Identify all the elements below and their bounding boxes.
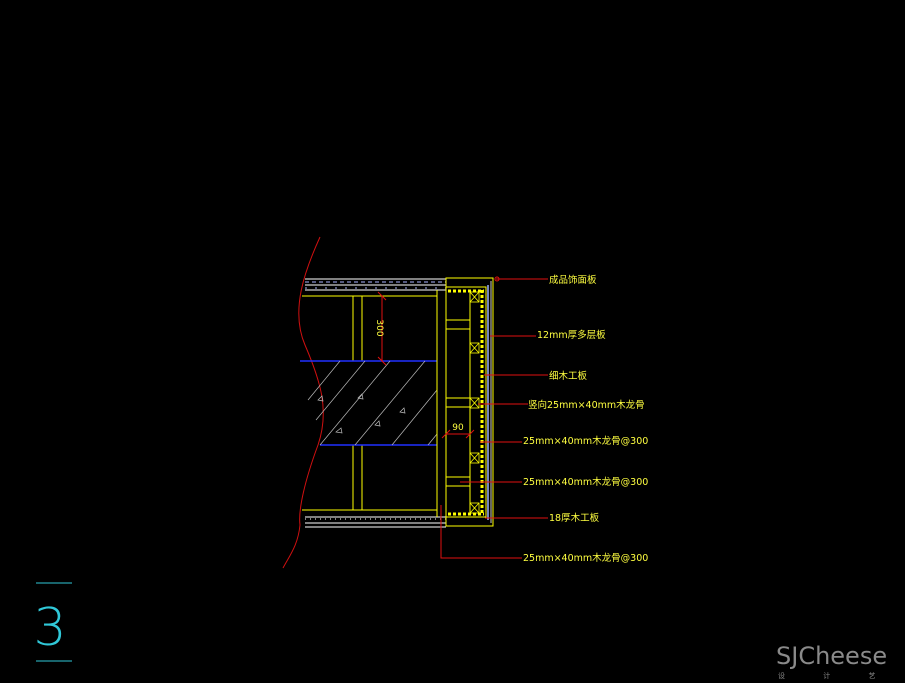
label-plywood: 12mm厚多层板 <box>537 329 606 341</box>
dimension-300: 300 <box>374 291 387 366</box>
svg-text:3: 3 <box>33 598 66 658</box>
label-finish-panel: 成品饰面板 <box>549 274 597 286</box>
svg-text:300: 300 <box>374 319 384 336</box>
label-joist-1: 25mm×40mm木龙骨@300 <box>523 435 648 447</box>
label-joist-2: 25mm×40mm木龙骨@300 <box>523 476 648 488</box>
break-line <box>282 236 324 569</box>
label-joist-3: 25mm×40mm木龙骨@300 <box>523 552 648 564</box>
label-blockboard: 细木工板 <box>549 370 588 382</box>
leader-lines <box>440 276 548 559</box>
svg-text:设 计 艺 士: 设 计 艺 士 <box>778 671 905 680</box>
svg-text:90: 90 <box>452 423 464 433</box>
annotation-labels: 成品饰面板 12mm厚多层板 细木工板 竖向25mm×40mm木龙骨 25mm×… <box>523 274 648 564</box>
svg-text:SJCheese: SJCheese <box>776 642 887 670</box>
wall-section <box>300 278 446 528</box>
label-vertical-joist: 竖向25mm×40mm木龙骨 <box>528 399 645 411</box>
wall-cladding-detail <box>445 277 494 527</box>
detail-number: 3 <box>33 582 72 662</box>
watermark-logo: SJCheese 设 计 艺 士 <box>776 642 905 680</box>
dimension-90: 90 <box>441 423 475 439</box>
label-18mm-board: 18厚木工板 <box>549 512 600 524</box>
